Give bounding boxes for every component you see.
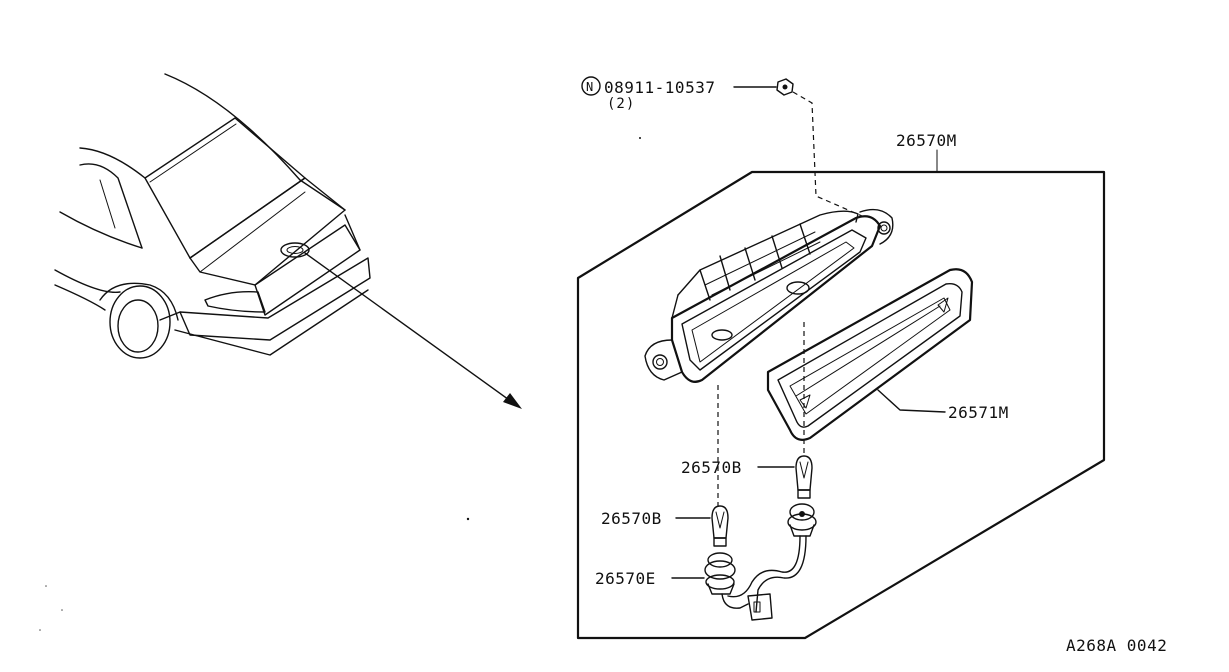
wiring-harness [671,503,817,621]
nut-prefix-label: N [586,80,594,94]
car-rear-illustration [54,73,522,409]
bulb-upper [757,455,813,499]
nut-fastener [581,76,863,217]
nut-part-label: 08911-10537 [604,78,715,97]
harness-part-label: 26570E [595,569,656,588]
lamp-housing [644,208,894,383]
diagram-code-label: A268A 0042 [1066,636,1167,655]
scan-specks [39,137,641,631]
assembly-boundary [576,149,1106,640]
lamp-lens [766,268,974,441]
bulb-lower-part-label: 26570B [601,509,662,528]
bulb-upper-part-label: 26570B [681,458,742,477]
nut-qty-label: (2) [607,96,635,112]
bulb-lower [675,505,729,547]
lens-part-label: 26571M [948,403,1009,422]
assembly-part-label: 26570M [896,131,957,150]
